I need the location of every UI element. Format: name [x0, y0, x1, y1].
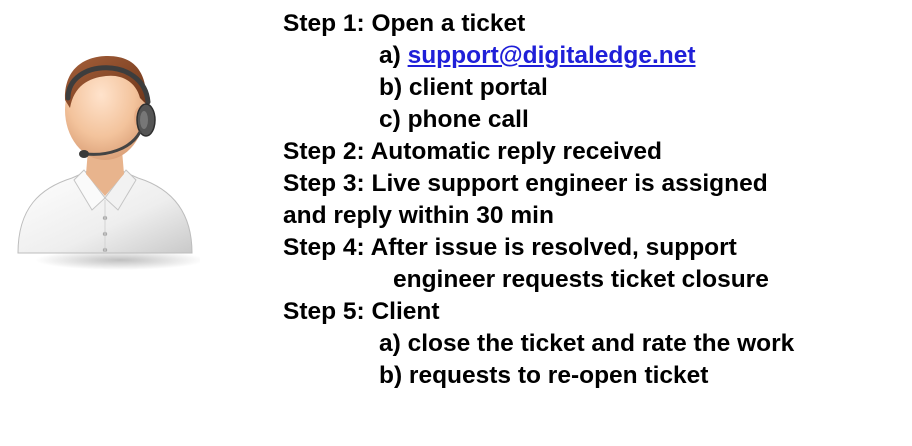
step-3-line-1: Step 3: Live support engineer is assigne… [283, 170, 768, 197]
step-1-option-a: a) support@digitaledge.net [283, 40, 903, 72]
support-steps-list: Step 1: Open a ticket a) support@digital… [283, 8, 903, 392]
step-1-option-b: b) client portal [379, 74, 548, 101]
step-4-line-1: Step 4: After issue is resolved, support [283, 234, 737, 261]
step-5-title: Step 5: Client [283, 298, 440, 325]
step-3-line-2: and reply within 30 min [283, 202, 554, 229]
step-2-title: Step 2: Automatic reply received [283, 138, 662, 165]
step-5-option-a: a) close the ticket and rate the work [379, 330, 795, 357]
step-4-line-2: engineer requests ticket closure [393, 266, 769, 293]
step-1-title: Step 1: Open a ticket [283, 10, 526, 37]
support-agent-avatar-icon [17, 56, 200, 270]
step-1-option-c: c) phone call [379, 106, 529, 133]
step-5-option-b: b) requests to re-open ticket [379, 362, 709, 389]
step-1-option-a-prefix: a) [379, 42, 408, 69]
support-email-link[interactable]: support@digitaledge.net [407, 42, 696, 69]
